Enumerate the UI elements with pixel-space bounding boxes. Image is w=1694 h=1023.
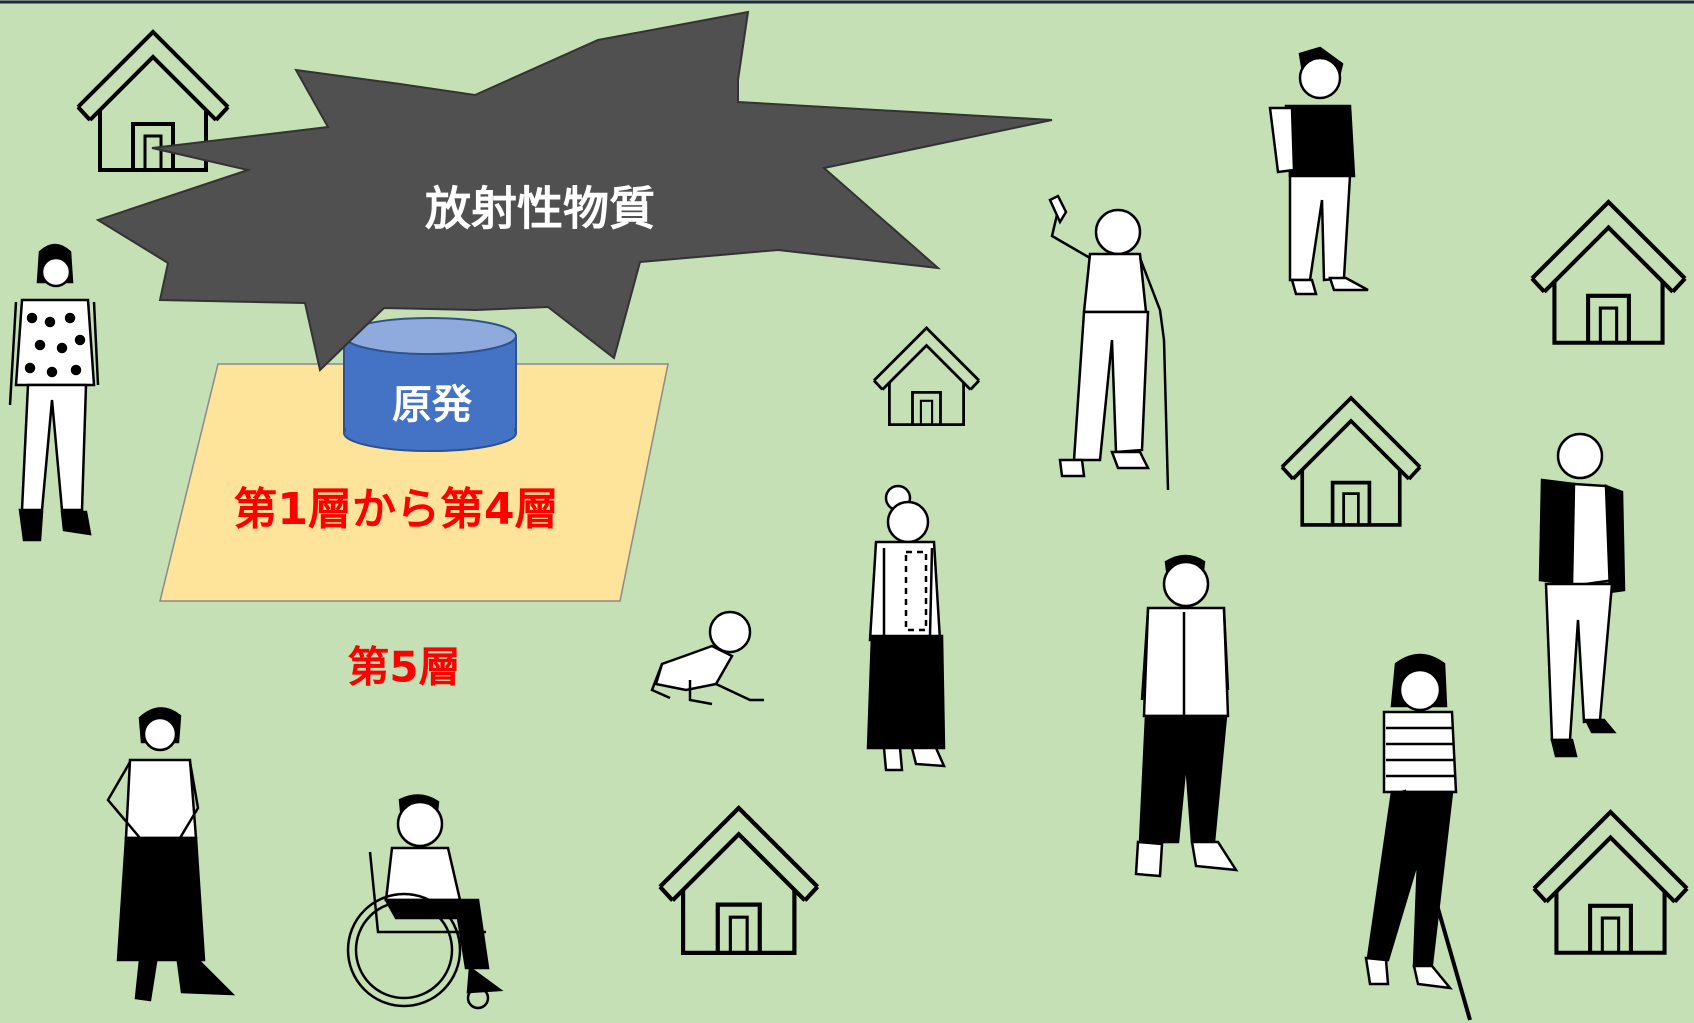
waving-elderly-man-cane-icon (1048, 194, 1170, 491)
burst-label: 放射性物質 (425, 182, 655, 236)
woman-skirt-icon (106, 707, 236, 1002)
nuclear-plant-cylinder (343, 317, 517, 452)
woman-white-cane-icon (1364, 653, 1472, 1021)
elderly-woman-icon (866, 484, 946, 772)
zone-outer-label: 第5層 (347, 643, 460, 692)
girl-backpack-icon (1268, 46, 1369, 296)
young-man-icon (1134, 554, 1239, 878)
radioactive-burst (95, 10, 1053, 372)
elderly-man-jacket-icon (1538, 432, 1626, 758)
zone-inner-label: 第1層から第4層 (233, 484, 558, 535)
woman-polka-dot-icon (8, 243, 100, 542)
crawling-baby-icon (650, 610, 764, 706)
wheelchair-user-icon (346, 794, 504, 1010)
plant-label: 原発 (392, 382, 473, 428)
zone-1-4-area (159, 363, 669, 602)
